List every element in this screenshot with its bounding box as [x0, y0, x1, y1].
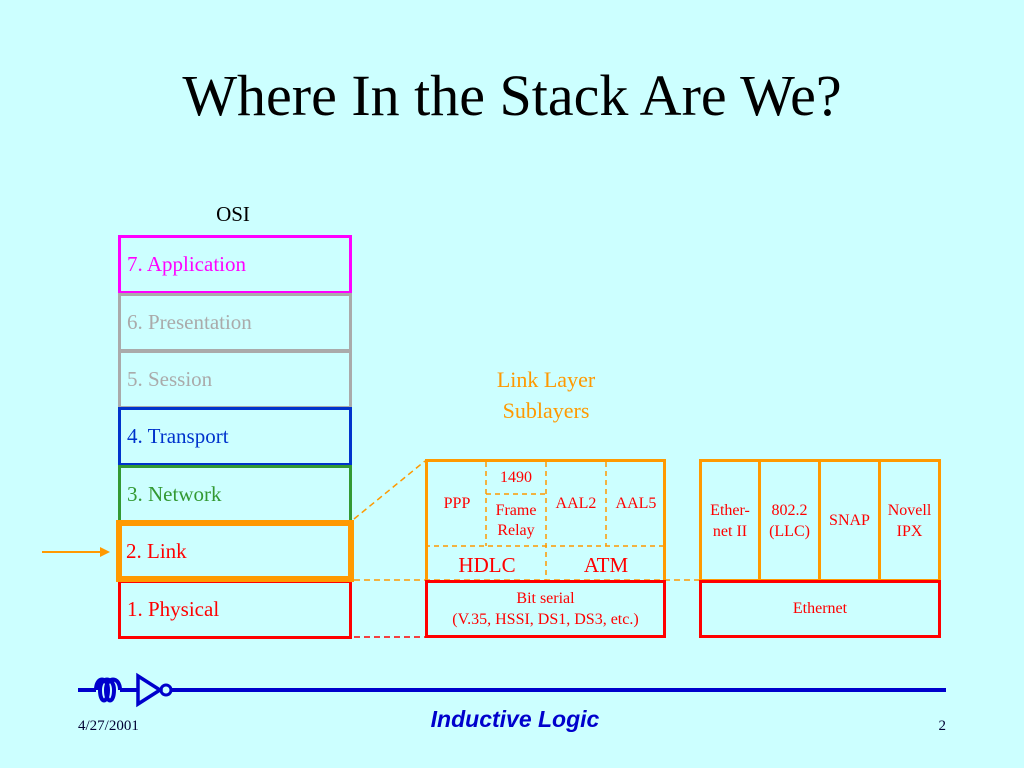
osi-layer-application: 7. Application	[118, 235, 352, 294]
frame-relay-line1: Frame	[495, 502, 537, 519]
ethernet-ii-line2: net II	[712, 522, 748, 540]
osi-layer-transport: 4. Transport	[118, 407, 352, 466]
ethernet-ii-line1: Ether-	[710, 501, 750, 519]
inductor-logo-icon	[94, 677, 122, 703]
link-layer-title-line1: Link Layer	[496, 367, 596, 392]
serial-link-dividers	[425, 462, 666, 582]
ethernet-physical-box: Ethernet	[699, 580, 941, 638]
rfc1490-cell: 1490	[500, 469, 532, 486]
llc-line2: (LLC)	[769, 522, 810, 540]
novell-ipx-line2: IPX	[896, 522, 923, 540]
serial-link-frame	[425, 459, 666, 582]
snap-cell: SNAP	[818, 459, 881, 582]
frame-relay-cell: Frame Relay	[487, 497, 545, 545]
osi-layer-label: 2. Link	[126, 538, 187, 563]
link-layer-title-line2: Sublayers	[502, 398, 590, 423]
bit-serial-label: Bit serial	[516, 590, 575, 607]
osi-layer-label: 4. Transport	[127, 424, 229, 448]
frame-relay-line2: Relay	[497, 522, 535, 539]
osi-layer-label: 6. Presentation	[127, 310, 252, 334]
link-layer-title: Link Layer Sublayers	[466, 364, 626, 426]
bit-serial-examples: (V.35, HSSI, DS1, DS3, etc.)	[452, 611, 639, 628]
slide-title: Where In the Stack Are We?	[182, 63, 842, 128]
footer-date: 4/27/2001	[78, 718, 139, 734]
aal2-cell: AAL2	[555, 495, 597, 512]
bit-serial-physical-box: Bit serial (V.35, HSSI, DS1, DS3, etc.)	[425, 580, 666, 638]
osi-layer-label: 7. Application	[127, 252, 246, 276]
ppp-cell: PPP	[443, 495, 471, 512]
osi-layer-presentation: 6. Presentation	[118, 293, 352, 352]
osi-layer-link-highlighted: 2. Link	[116, 520, 354, 582]
footer-logo-rule	[78, 672, 946, 708]
osi-layer-label: 1. Physical	[127, 597, 220, 621]
osi-heading: OSI	[216, 202, 250, 226]
inverter-bubble-icon	[159, 683, 173, 697]
osi-layer-label: 5. Session	[127, 367, 213, 391]
osi-layer-label: 3. Network	[127, 482, 222, 506]
dashed-connector-top	[353, 460, 426, 520]
novell-ipx-line1: Novell	[887, 501, 932, 519]
llc-line1: 802.2	[771, 501, 808, 519]
buffer-gate-icon	[136, 672, 164, 708]
ethernet-ii-cell: Ether- net II	[699, 459, 761, 582]
page-number: 2	[938, 718, 947, 734]
novell-ipx-cell: Novell IPX	[878, 459, 941, 582]
atm-cell: ATM	[583, 552, 629, 577]
arrowhead-icon	[100, 547, 110, 557]
aal5-cell: AAL5	[615, 495, 657, 512]
company-name: Inductive Logic	[430, 706, 600, 732]
hdlc-cell: HDLC	[458, 552, 516, 577]
llc-cell: 802.2 (LLC)	[758, 459, 821, 582]
